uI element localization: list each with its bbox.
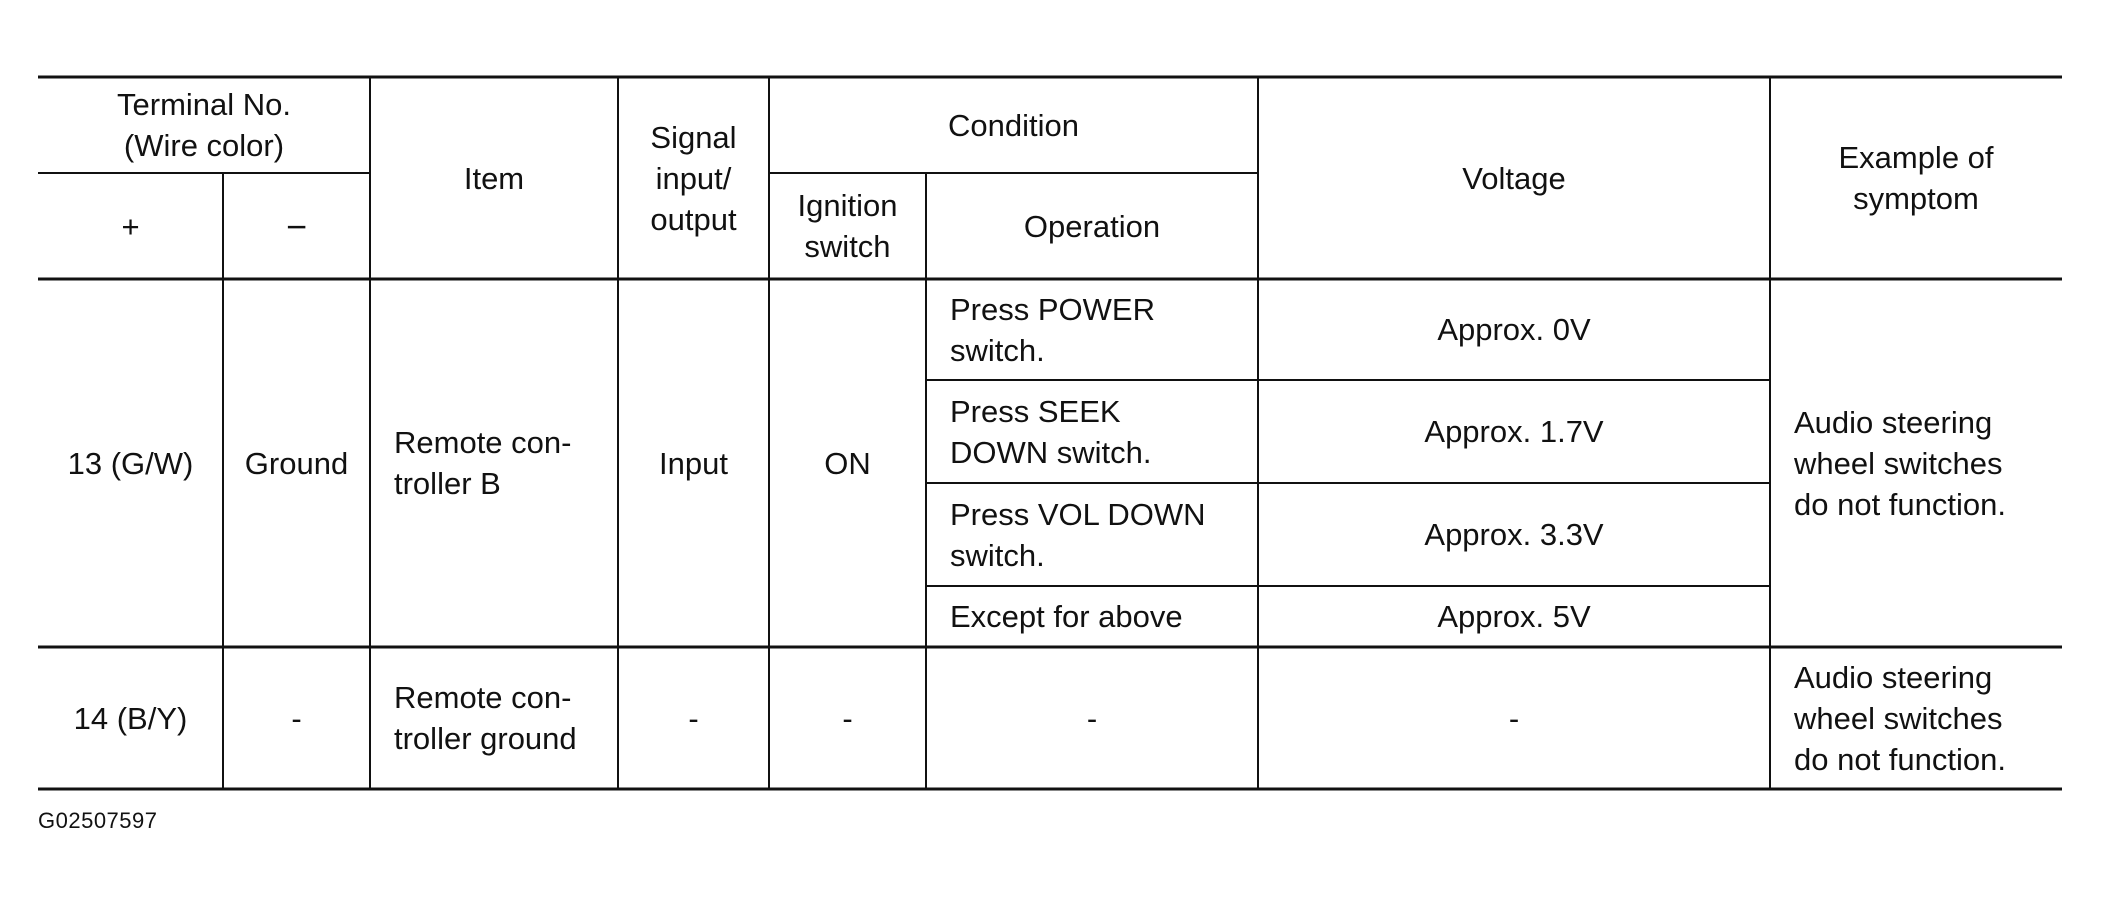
row2-operation: -	[1086, 700, 1098, 736]
row1-operation-except: Except for above	[950, 599, 1183, 634]
row1-voltage-seek-down: Approx. 1.7V	[1424, 414, 1604, 449]
header-item: Item	[463, 160, 525, 196]
header-terminal-no: Terminal No. (Wire color)	[117, 87, 291, 163]
row1-voltage-vol-down: Approx. 3.3V	[1424, 517, 1604, 552]
row2-terminal-minus: -	[291, 700, 302, 736]
figure-id: G02507597	[38, 808, 158, 833]
header-voltage: Voltage	[1462, 160, 1566, 196]
row2-terminal-plus: 14 (B/Y)	[73, 700, 188, 736]
row1-operation-power: Press POWER switch.	[950, 291, 1155, 368]
row2-voltage: -	[1508, 700, 1520, 736]
row1-operation-seek-down: Press SEEK DOWN switch.	[950, 393, 1152, 470]
header-example-symptom: Example of symptom	[1838, 140, 1994, 216]
header-terminal-plus: +	[121, 208, 140, 244]
row2-example-symptom: Audio steering wheel switches do not fun…	[1794, 659, 2006, 777]
header-condition: Condition	[948, 107, 1079, 143]
row1-ignition-switch: ON	[824, 445, 871, 481]
header-operation: Operation	[1023, 208, 1161, 244]
row1-operation-vol-down: Press VOL DOWN switch.	[950, 496, 1206, 573]
row1-voltage-except: Approx. 5V	[1437, 599, 1591, 634]
row1-signal-io: Input	[659, 445, 728, 481]
row2-item: Remote con- troller ground	[394, 680, 577, 756]
header-ignition-switch: Ignition switch	[797, 188, 898, 264]
row1-terminal-minus: Ground	[244, 445, 349, 481]
header-signal-io: Signal input/ output	[650, 119, 737, 237]
row1-terminal-plus: 13 (G/W)	[67, 445, 194, 481]
row2-ignition-switch: -	[842, 700, 853, 736]
row1-voltage-power: Approx. 0V	[1437, 312, 1591, 347]
row1-item: Remote con- troller B	[394, 425, 572, 501]
header-terminal-minus: −	[285, 205, 308, 247]
row2-signal-io: -	[688, 700, 699, 736]
row1-example-symptom: Audio steering wheel switches do not fun…	[1794, 404, 2006, 522]
